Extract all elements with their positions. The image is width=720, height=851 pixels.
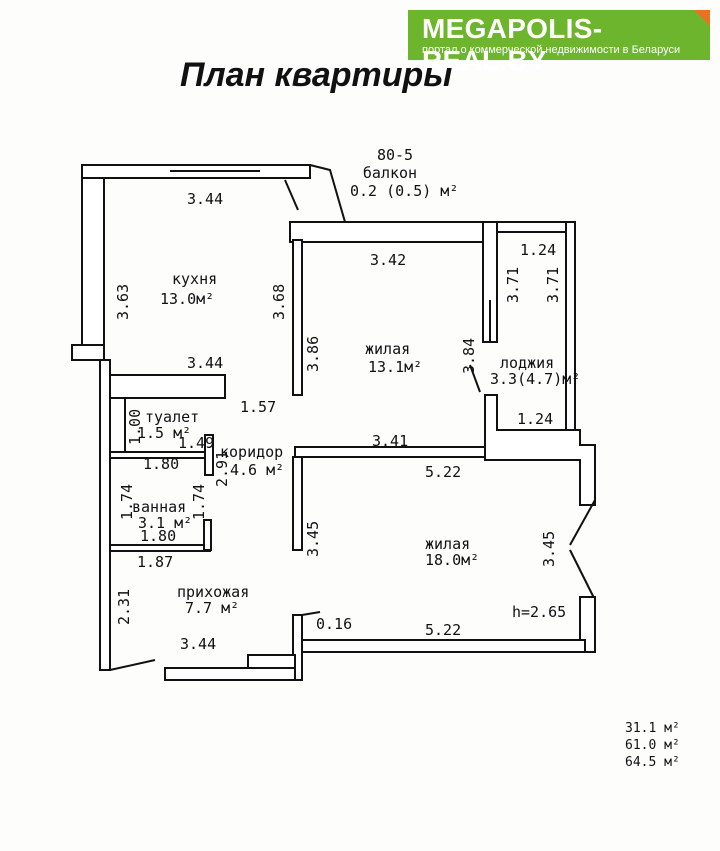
dim-kitchen-left: 3.63 bbox=[114, 283, 132, 320]
dim-kitchen-right: 3.68 bbox=[270, 283, 288, 320]
loggia-name: лоджия bbox=[500, 354, 555, 372]
kitchen-name: кухня bbox=[172, 270, 218, 288]
page-title: План квартиры bbox=[180, 56, 453, 94]
living2-name: жилая bbox=[425, 535, 471, 553]
dim-living2-bottom: 5.22 bbox=[425, 621, 462, 639]
dim-living1-right: 3.84 bbox=[460, 337, 478, 374]
dim-living1-left: 3.86 bbox=[304, 335, 322, 372]
dim-corridor-length: 1.57 bbox=[240, 398, 277, 416]
dim-kitchen-top: 3.44 bbox=[187, 190, 224, 208]
dim-living2-left: 3.45 bbox=[304, 520, 322, 557]
megapolis-logo[interactable]: MEGAPOLIS-REAL.BY портал о коммерческой … bbox=[408, 10, 710, 76]
hall-name: прихожая bbox=[177, 583, 250, 601]
bath-area: 3.1 м² bbox=[138, 514, 193, 532]
dim-bath-left: 1.74 bbox=[118, 483, 136, 520]
bath-name: ванная bbox=[132, 498, 187, 516]
dim-toilet-height: 1.00 bbox=[126, 408, 144, 445]
dim-door: 0.16 bbox=[316, 615, 353, 633]
dim-living1-bottom: 3.41 bbox=[372, 432, 409, 450]
dim-hall-bottom: 3.44 bbox=[180, 635, 217, 653]
logo-tagline: портал о коммерческой недвижимости в Бел… bbox=[422, 44, 681, 56]
loggia-area: 3.3(4.7)м² bbox=[490, 370, 581, 388]
dim-living2-top: 5.22 bbox=[425, 463, 462, 481]
dim-living2-right: 3.45 bbox=[540, 530, 558, 567]
dim-corridor-width: 2.91 bbox=[213, 450, 231, 487]
dim-loggia-bottom: 1.24 bbox=[517, 410, 554, 428]
dim-loggia-right: 3.71 bbox=[544, 266, 562, 303]
balcony-name: балкон bbox=[362, 164, 418, 182]
total-area: 61.0 м² bbox=[625, 738, 680, 753]
dim-toilet-width: 1.49 bbox=[178, 434, 215, 452]
corridor-name: коридор bbox=[220, 443, 284, 461]
dim-bath-top: 1.80 bbox=[143, 455, 180, 473]
dim-loggia-top: 1.24 bbox=[520, 241, 557, 259]
dim-hall-left: 2.31 bbox=[115, 588, 133, 625]
dim-hall-top: 1.87 bbox=[137, 553, 174, 571]
hall-area: 7.7 м² bbox=[185, 599, 240, 617]
dim-living1-top: 3.42 bbox=[370, 251, 407, 269]
dim-bath-right: 1.74 bbox=[190, 483, 208, 520]
total-area-with-loggia: 64.5 м² bbox=[625, 755, 680, 770]
dim-kitchen-bottom: 3.44 bbox=[187, 354, 224, 372]
balcony-area: 0.2 (0.5) м² bbox=[350, 182, 459, 200]
living1-name: жилая bbox=[365, 340, 411, 358]
kitchen-area: 13.0м² bbox=[160, 290, 215, 308]
living2-area: 18.0м² bbox=[425, 551, 480, 569]
corridor-area: 4.6 м² bbox=[230, 461, 285, 479]
total-living-area: 31.1 м² bbox=[625, 721, 680, 736]
dim-bath-bottom: 1.80 bbox=[140, 527, 177, 545]
dim-loggia-left: 3.71 bbox=[504, 266, 522, 303]
toilet-area: 1.5 м² bbox=[137, 424, 192, 442]
ceiling-height: h=2.65 bbox=[512, 603, 567, 621]
logo-name: MEGAPOLIS-REAL.BY bbox=[422, 13, 603, 76]
balcony-code: 80-5 bbox=[376, 146, 414, 164]
toilet-name: туалет bbox=[145, 408, 200, 426]
living1-area: 13.1м² bbox=[368, 358, 423, 376]
